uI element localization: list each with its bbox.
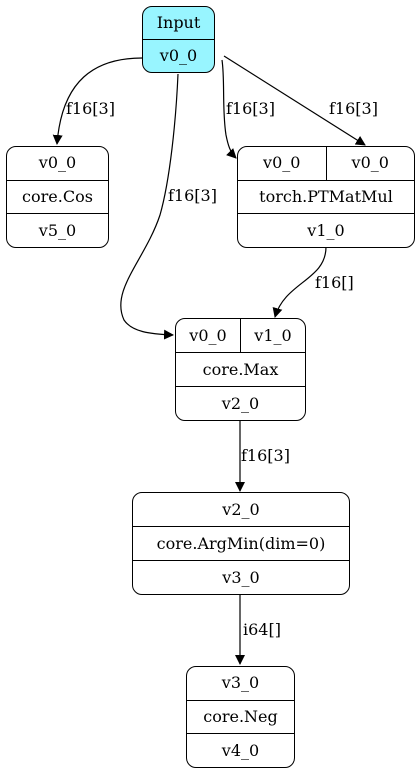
edge-input-matmul-left xyxy=(221,59,237,159)
node-max-input-1: v1_0 xyxy=(240,319,305,352)
node-matmul-input-0: v0_0 xyxy=(263,153,301,173)
edge-input-max xyxy=(120,73,179,340)
node-max-op: core.Max xyxy=(176,352,305,386)
edge-label-argmin-neg: i64[] xyxy=(243,620,281,639)
edge-label-input-matmul-left: f16[3] xyxy=(226,99,275,118)
node-max-input-0: v0_0 xyxy=(189,325,227,345)
node-matmul-input-1: v0_0 xyxy=(325,147,415,180)
node-neg: v3_0 core.Neg v4_0 xyxy=(186,666,295,768)
node-max-output: v2_0 xyxy=(176,386,305,420)
node-matmul: v0_0 v0_0 torch.PTMatMul v1_0 xyxy=(237,146,415,248)
node-matmul-op: torch.PTMatMul xyxy=(238,179,414,214)
node-matmul-inputs: v0_0 v0_0 xyxy=(238,147,414,180)
edge-label-matmul-max: f16[] xyxy=(315,273,354,292)
node-neg-op: core.Neg xyxy=(187,699,294,734)
node-argmin-input: v2_0 xyxy=(222,499,260,519)
node-argmin-output: v3_0 xyxy=(133,560,349,594)
node-cos-input: v0_0 xyxy=(38,153,77,173)
node-argmin: v2_0 core.ArgMin(dim=0) v3_0 xyxy=(132,492,350,595)
node-neg-input: v3_0 xyxy=(221,673,260,693)
node-neg-output: v4_0 xyxy=(187,733,294,767)
node-max: v0_0 v1_0 core.Max v2_0 xyxy=(175,318,306,421)
node-cos-output: v5_0 xyxy=(7,213,108,247)
node-cos-op: core.Cos xyxy=(7,179,108,214)
edge-input-matmul-right xyxy=(223,55,366,146)
node-input-title: Input xyxy=(156,13,201,32)
node-argmin-op: core.ArgMin(dim=0) xyxy=(133,526,349,560)
edge-label-input-max: f16[3] xyxy=(168,186,217,205)
edge-matmul-max xyxy=(272,246,327,318)
node-input: Input v0_0 xyxy=(142,6,215,73)
edge-label-input-matmul-right: f16[3] xyxy=(329,99,378,118)
node-cos: v0_0 core.Cos v5_0 xyxy=(6,146,109,248)
edge-input-cos xyxy=(52,57,143,145)
node-max-inputs: v0_0 v1_0 xyxy=(176,319,305,352)
node-input-output: v0_0 xyxy=(143,39,214,72)
node-matmul-output: v1_0 xyxy=(238,213,414,247)
edge-label-input-cos: f16[3] xyxy=(66,99,115,118)
edge-label-max-argmin: f16[3] xyxy=(241,446,290,465)
